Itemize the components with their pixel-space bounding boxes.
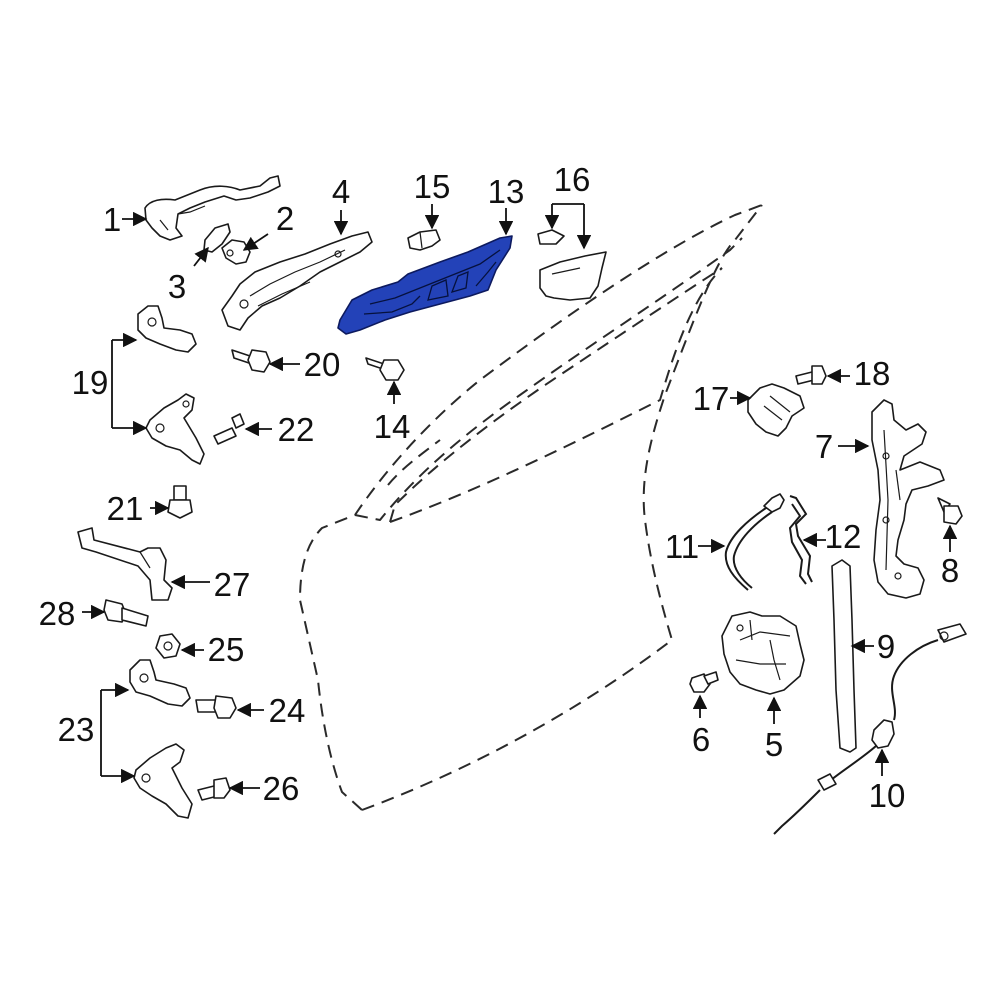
part-19-upper-hinge	[137, 305, 197, 353]
part-12-rod	[788, 495, 813, 585]
callout-9: 9	[877, 628, 895, 665]
part-1-exterior-handle	[144, 175, 281, 241]
callout-19: 19	[72, 364, 109, 401]
part-24-bolt	[195, 695, 237, 719]
part-4-handle-reinforcement	[221, 231, 373, 331]
callout-5: 5	[765, 726, 783, 763]
callout-4: 4	[332, 173, 350, 210]
part-8-screw	[937, 497, 963, 525]
part-7-latch-reinforcement	[871, 399, 945, 599]
part-10-cable	[773, 623, 967, 835]
part-23-lower-hinge	[133, 743, 193, 819]
part-25-nut	[155, 633, 181, 659]
part-9-weatherstrip	[831, 559, 857, 753]
part-16-pad-and-shield	[537, 229, 607, 301]
callout-22: 22	[278, 411, 315, 448]
part-19-lower-hinge	[145, 393, 205, 465]
callout-6: 6	[692, 721, 710, 758]
callout-23: 23	[58, 711, 95, 748]
door-outline	[299, 204, 763, 811]
callout-3: 3	[168, 268, 186, 305]
callout-24: 24	[269, 692, 306, 729]
callout-16: 16	[554, 161, 591, 198]
callout-25: 25	[208, 631, 245, 668]
callout-18: 18	[854, 355, 891, 392]
part-13-inside-handle	[337, 235, 513, 335]
part-22-bolt	[213, 413, 245, 445]
part-5-latch	[721, 611, 805, 695]
part-27-door-check	[77, 527, 173, 601]
callout-27: 27	[214, 566, 251, 603]
callout-1: 1	[103, 201, 121, 238]
part-18-screw	[795, 365, 827, 385]
part-26-bolt	[197, 777, 231, 801]
callout-20: 20	[304, 346, 341, 383]
part-28-bolt	[103, 599, 149, 627]
part-20-bolt	[231, 349, 271, 373]
callout-8: 8	[941, 552, 959, 589]
callout-11: 11	[665, 528, 699, 565]
callout-labels: 1 2 3 4 5 6 7 8 9 10 11 12 13 14 15 16 1…	[39, 161, 960, 814]
callout-13: 13	[488, 173, 525, 210]
part-17-cover	[747, 383, 805, 437]
callout-2: 2	[276, 200, 294, 237]
leader-lines	[82, 203, 958, 796]
callout-15: 15	[414, 168, 451, 205]
callout-10: 10	[869, 777, 906, 814]
callout-28: 28	[39, 595, 76, 632]
part-6-screw	[689, 671, 719, 693]
callout-12: 12	[825, 518, 862, 555]
callout-7: 7	[815, 428, 833, 465]
callout-14: 14	[374, 408, 411, 445]
part-23-upper-hinge	[129, 659, 191, 707]
part-14-screw	[365, 357, 405, 381]
callout-21: 21	[107, 490, 144, 527]
callout-17: 17	[693, 380, 730, 417]
part-15-clip	[407, 229, 441, 251]
part-11-cable	[724, 493, 785, 591]
callout-26: 26	[263, 770, 300, 807]
part-21-bolt	[167, 485, 193, 519]
part-2-cap	[221, 239, 251, 265]
